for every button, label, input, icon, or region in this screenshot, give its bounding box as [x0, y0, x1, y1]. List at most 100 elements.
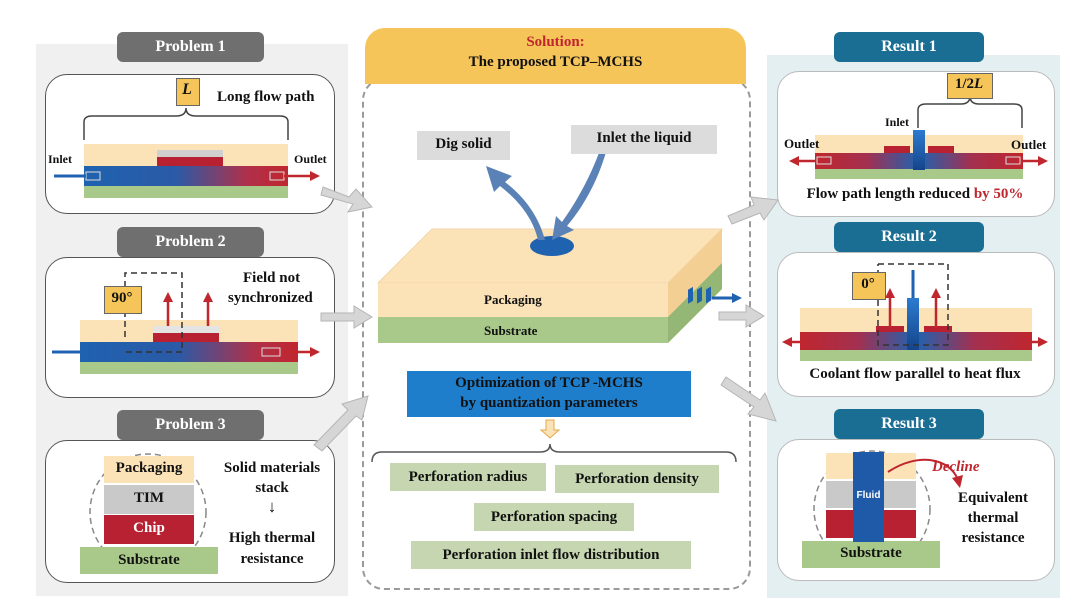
problem-2-graphic — [52, 272, 320, 374]
half-length-box — [947, 73, 993, 99]
left-outlet-arrowhead — [782, 337, 792, 347]
side-channel-3 — [706, 286, 711, 304]
right-outlet-arrowhead — [1038, 156, 1048, 166]
decline-arrow — [887, 458, 959, 481]
substrate-layer — [815, 169, 1023, 179]
heat-arrowhead-1 — [885, 288, 895, 298]
angle-label: 90° — [111, 290, 133, 306]
substrate-block — [802, 541, 940, 568]
stack-text-4: resistance — [240, 551, 304, 567]
stack-text-3: High thermal — [228, 530, 316, 546]
angle-dashed-box — [877, 263, 949, 346]
substrate-layer — [80, 362, 298, 374]
result-3-header: Result 3 — [834, 409, 984, 439]
angle-box — [104, 286, 142, 314]
equivalent-text-1: Equivalent — [957, 490, 1029, 506]
flow-path-caption-main: Flow path length reduced — [806, 186, 974, 202]
half-path-bracket — [917, 95, 1023, 128]
param-bracket — [371, 443, 737, 463]
inlet-liquid-box — [571, 125, 717, 154]
equivalent-text-2: thermal — [967, 510, 1019, 526]
arrow-p3-to-solution — [313, 395, 369, 452]
field-caption-2: synchronized — [228, 290, 313, 306]
heat-arrowhead-2 — [203, 292, 213, 302]
decline-label: Decline — [932, 459, 980, 475]
r1-outlet-left-label: Outlet — [784, 136, 820, 151]
optimization-box — [407, 371, 691, 417]
heat-arrowhead-2 — [931, 288, 941, 298]
left-port — [816, 156, 832, 165]
flow-channel — [84, 166, 288, 186]
optimization-line-1: Optimization of TCP -MCHS — [455, 375, 643, 391]
substrate-layer — [84, 186, 288, 198]
arrow-solution-to-r3 — [720, 376, 777, 422]
right-outlet-arrowhead — [1038, 337, 1048, 347]
chip-block — [104, 515, 194, 544]
stack-text-1: Solid materials — [223, 460, 321, 476]
r3-substrate-label: Substrate — [840, 545, 902, 561]
r1-inlet-label: Inlet — [885, 115, 909, 129]
optimization-down-arrow — [539, 419, 561, 439]
angle-box — [852, 272, 886, 300]
chip-layer — [157, 157, 223, 166]
chip-left — [884, 146, 910, 154]
decline-arrowhead — [952, 475, 963, 488]
problem-1-header: Problem 1 — [117, 32, 264, 62]
tim-block — [104, 485, 194, 514]
param-inlet-flow: Perforation inlet flow distribution — [411, 541, 691, 569]
chip-layer — [153, 333, 219, 342]
substrate-layer — [800, 350, 1032, 361]
transition-arrows — [313, 186, 779, 452]
flow-path-caption: Flow path length reduced by 50% — [777, 186, 1053, 203]
left-outlet-arrowhead — [789, 156, 799, 166]
flow-path-caption-highlight: by 50% — [973, 186, 1024, 202]
chip-right — [924, 326, 952, 334]
chip-label: Chip — [133, 520, 165, 536]
center-inlet — [913, 130, 925, 170]
fluid-column — [853, 452, 884, 542]
outlet-arrowhead — [310, 171, 320, 181]
arrow-p1-to-solution — [320, 186, 373, 213]
inlet-label: Inlet — [48, 152, 72, 166]
arrow-p2-to-solution — [320, 305, 373, 329]
packaging-block — [104, 456, 194, 483]
right-port — [1005, 156, 1021, 165]
problem-1-graphic — [54, 107, 320, 198]
substrate-label: Substrate — [484, 323, 538, 338]
solution-header — [365, 28, 746, 84]
optimization-line-2: by quantization parameters — [460, 395, 638, 411]
chip-front-packaging — [378, 283, 668, 317]
arrow-solution-to-r1 — [727, 196, 779, 225]
inlet-liquid-arrow — [552, 150, 606, 240]
packaging-label: Packaging — [115, 460, 183, 476]
half-length-label: 1/2L — [947, 76, 991, 93]
inlet-hole — [530, 236, 574, 256]
center-inlet — [907, 298, 919, 350]
problem-3-graphic — [80, 453, 218, 574]
chip-right — [928, 146, 954, 154]
stack-text-2: stack — [255, 480, 289, 496]
inlet-liquid-label: Inlet the liquid — [596, 130, 692, 146]
path-length-symbol: L — [182, 81, 192, 98]
flow-channel — [80, 342, 298, 362]
solution-graphic — [371, 150, 742, 463]
dig-solid-label: Dig solid — [435, 136, 492, 152]
substrate-block — [80, 547, 218, 574]
packaging-label: Packaging — [484, 292, 542, 307]
side-channel-1 — [688, 286, 693, 304]
tim-layer — [157, 150, 223, 158]
chip-left — [876, 326, 904, 334]
result-2-graphic — [782, 263, 1048, 361]
tim-layer — [153, 326, 219, 334]
arrow-solution-to-r2 — [718, 304, 765, 328]
substrate-label: Substrate — [118, 552, 180, 568]
side-channel-2 — [697, 286, 702, 304]
angle-label: 0° — [861, 276, 875, 292]
outlet-arrowhead — [310, 347, 320, 357]
outlet-label: Outlet — [294, 152, 327, 166]
result-1-graphic — [789, 95, 1048, 179]
dig-solid-arrow — [486, 166, 545, 240]
param-spacing: Perforation spacing — [474, 503, 634, 531]
